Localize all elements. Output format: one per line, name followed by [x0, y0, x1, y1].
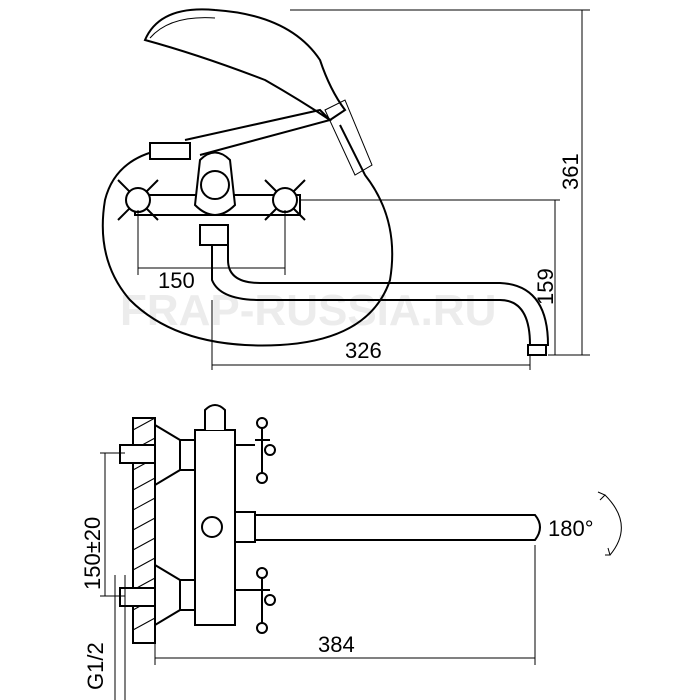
side-view: 150±20 G1/2 384 180°	[80, 404, 622, 700]
rotation-arrow-icon	[597, 491, 622, 556]
side-spout	[254, 514, 541, 541]
dim-spout-height: 159	[533, 268, 558, 305]
dim-spout-reach: 326	[345, 338, 382, 363]
dim-thread: G1/2	[83, 642, 108, 690]
dim-spout-length: 384	[318, 632, 355, 657]
side-handle-top	[255, 417, 276, 484]
hose-connector	[149, 142, 191, 160]
wall	[132, 417, 156, 644]
dim-total-height: 361	[558, 153, 583, 190]
watermark: FRAP-RUSSIA.RU	[120, 286, 496, 335]
dim-mount-spacing: 150±20	[80, 517, 105, 590]
shower-head	[143, 8, 347, 122]
dim-rotation: 180°	[548, 516, 594, 541]
side-handle-bottom	[255, 567, 276, 634]
dim-handle-spacing: 150	[158, 268, 195, 293]
front-view: 150 326 159 361	[101, 8, 590, 370]
spout	[211, 245, 550, 346]
shower-hose	[101, 124, 394, 347]
